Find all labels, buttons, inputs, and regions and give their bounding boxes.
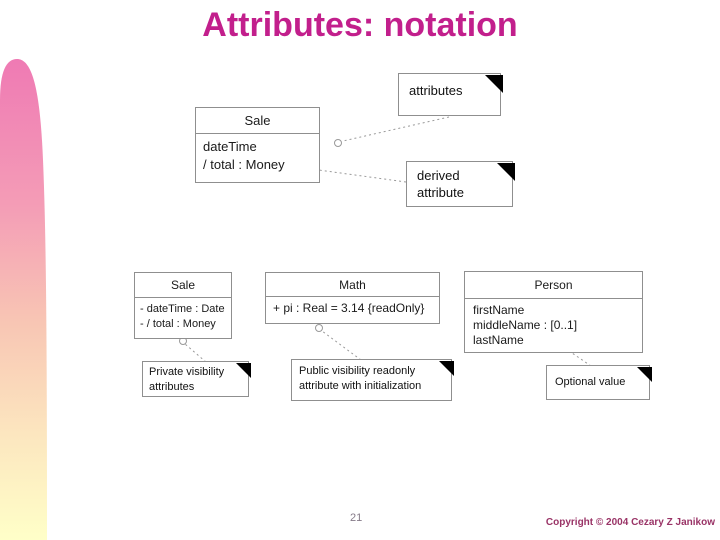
note-text: Private visibility attributes [149, 366, 225, 393]
note-attributes: attributes [398, 73, 503, 116]
attribute-line: dateTime [203, 139, 257, 154]
attribute-line: firstName [473, 303, 525, 317]
page-number: 21 [350, 512, 363, 524]
note-text: derived attribute [417, 168, 464, 200]
attribute-line: + pi : Real = 3.14 {readOnly} [273, 301, 425, 315]
note-optional-value: Optional value [546, 365, 652, 400]
note-public-visibility: Public visibility readonly attribute wit… [291, 359, 454, 401]
class-attribute-compartment: dateTime / total : Money [196, 134, 319, 178]
callout-endpoint-circle [334, 139, 342, 147]
class-attribute-compartment: - dateTime : Date - / total : Money [135, 298, 231, 336]
connector-private-note [184, 343, 207, 363]
class-name: Sale [135, 273, 231, 298]
copyright-text: Copyright © 2004 Cezary Z Janikow [545, 517, 715, 528]
attribute-line: middleName : [0..1] [473, 318, 578, 332]
attribute-line: lastName [473, 333, 524, 347]
class-attribute-compartment: firstName middleName : [0..1] lastName [465, 299, 642, 352]
class-attribute-compartment: + pi : Real = 3.14 {readOnly} [266, 297, 439, 320]
attribute-line: - dateTime : Date [140, 303, 225, 315]
class-box-sale-top: Sale dateTime / total : Money [195, 107, 320, 183]
attribute-line: / total : Money [203, 157, 285, 172]
note-derived-attribute: derived attribute [406, 161, 515, 207]
connector-public-note [321, 330, 362, 361]
class-box-sale-bottom: Sale - dateTime : Date - / total : Money [134, 272, 232, 339]
left-gradient-decoration [0, 59, 47, 540]
note-text: attributes [409, 83, 463, 98]
note-text: Optional value [555, 376, 626, 388]
note-private-visibility: Private visibility attributes [142, 361, 251, 397]
page-title: Attributes: notation [202, 6, 518, 44]
callout-endpoint-circle [315, 324, 323, 332]
class-name: Math [266, 273, 439, 297]
class-name: Sale [196, 108, 319, 134]
folded-corner-icon [439, 361, 454, 376]
class-box-math: Math + pi : Real = 3.14 {readOnly} [265, 272, 440, 324]
folded-corner-icon [485, 75, 503, 93]
class-name: Person [465, 272, 642, 299]
class-box-person: Person firstName middleName : [0..1] las… [464, 271, 643, 353]
attribute-line: - / total : Money [140, 318, 216, 330]
folded-corner-icon [497, 163, 515, 181]
connector-attributes-note [342, 116, 450, 142]
folded-corner-icon [236, 363, 251, 378]
note-text: Public visibility readonly attribute wit… [299, 365, 422, 392]
folded-corner-icon [637, 367, 652, 382]
